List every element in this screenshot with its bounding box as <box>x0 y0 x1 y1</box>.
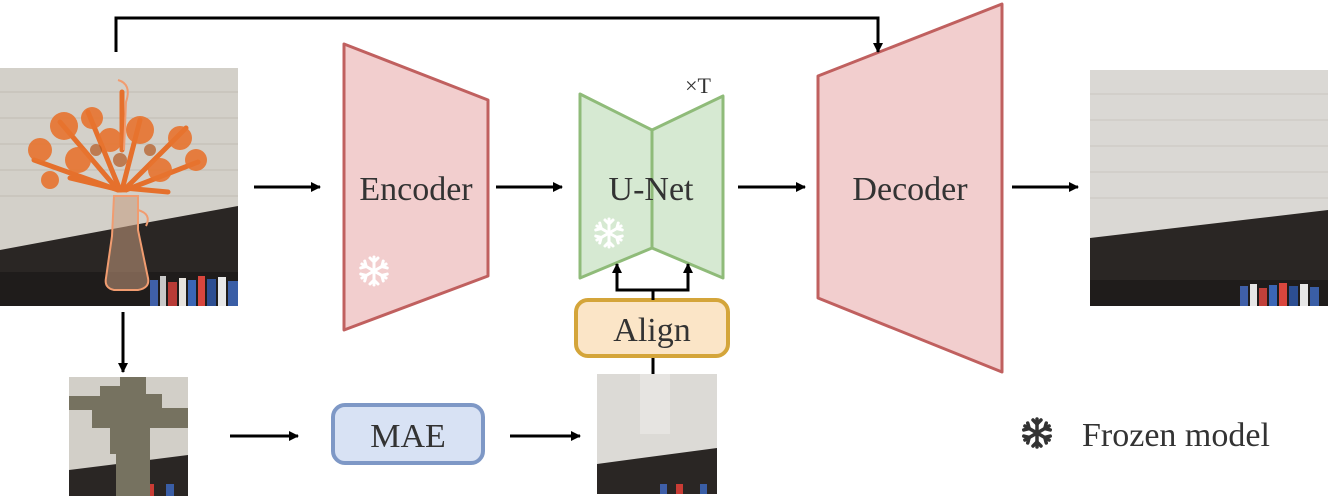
arrow-align-unet-right <box>653 263 693 292</box>
decoder-block <box>816 2 1004 374</box>
vase <box>104 195 150 291</box>
legend: Frozen model <box>1021 417 1270 454</box>
mask-image <box>69 377 188 496</box>
mae-output-image <box>597 374 717 494</box>
encoder-block <box>342 42 490 332</box>
legend-label: Frozen model <box>1082 417 1270 454</box>
arrow-align-unet-left <box>612 263 653 292</box>
flow-arrows <box>114 16 1079 441</box>
book-spines <box>150 276 238 306</box>
repeat-label: ×T <box>685 73 711 98</box>
mae-block <box>331 403 485 465</box>
skip-arrow <box>114 16 883 53</box>
output-image <box>1090 70 1328 306</box>
snowflake-icon <box>1021 417 1053 449</box>
decoder-label: Decoder <box>852 171 968 208</box>
encoder-label: Encoder <box>359 171 473 208</box>
input-image <box>0 68 238 306</box>
align-label: Align <box>613 312 690 349</box>
mae-label: MAE <box>370 418 446 455</box>
unet-label: U-Net <box>609 171 695 208</box>
